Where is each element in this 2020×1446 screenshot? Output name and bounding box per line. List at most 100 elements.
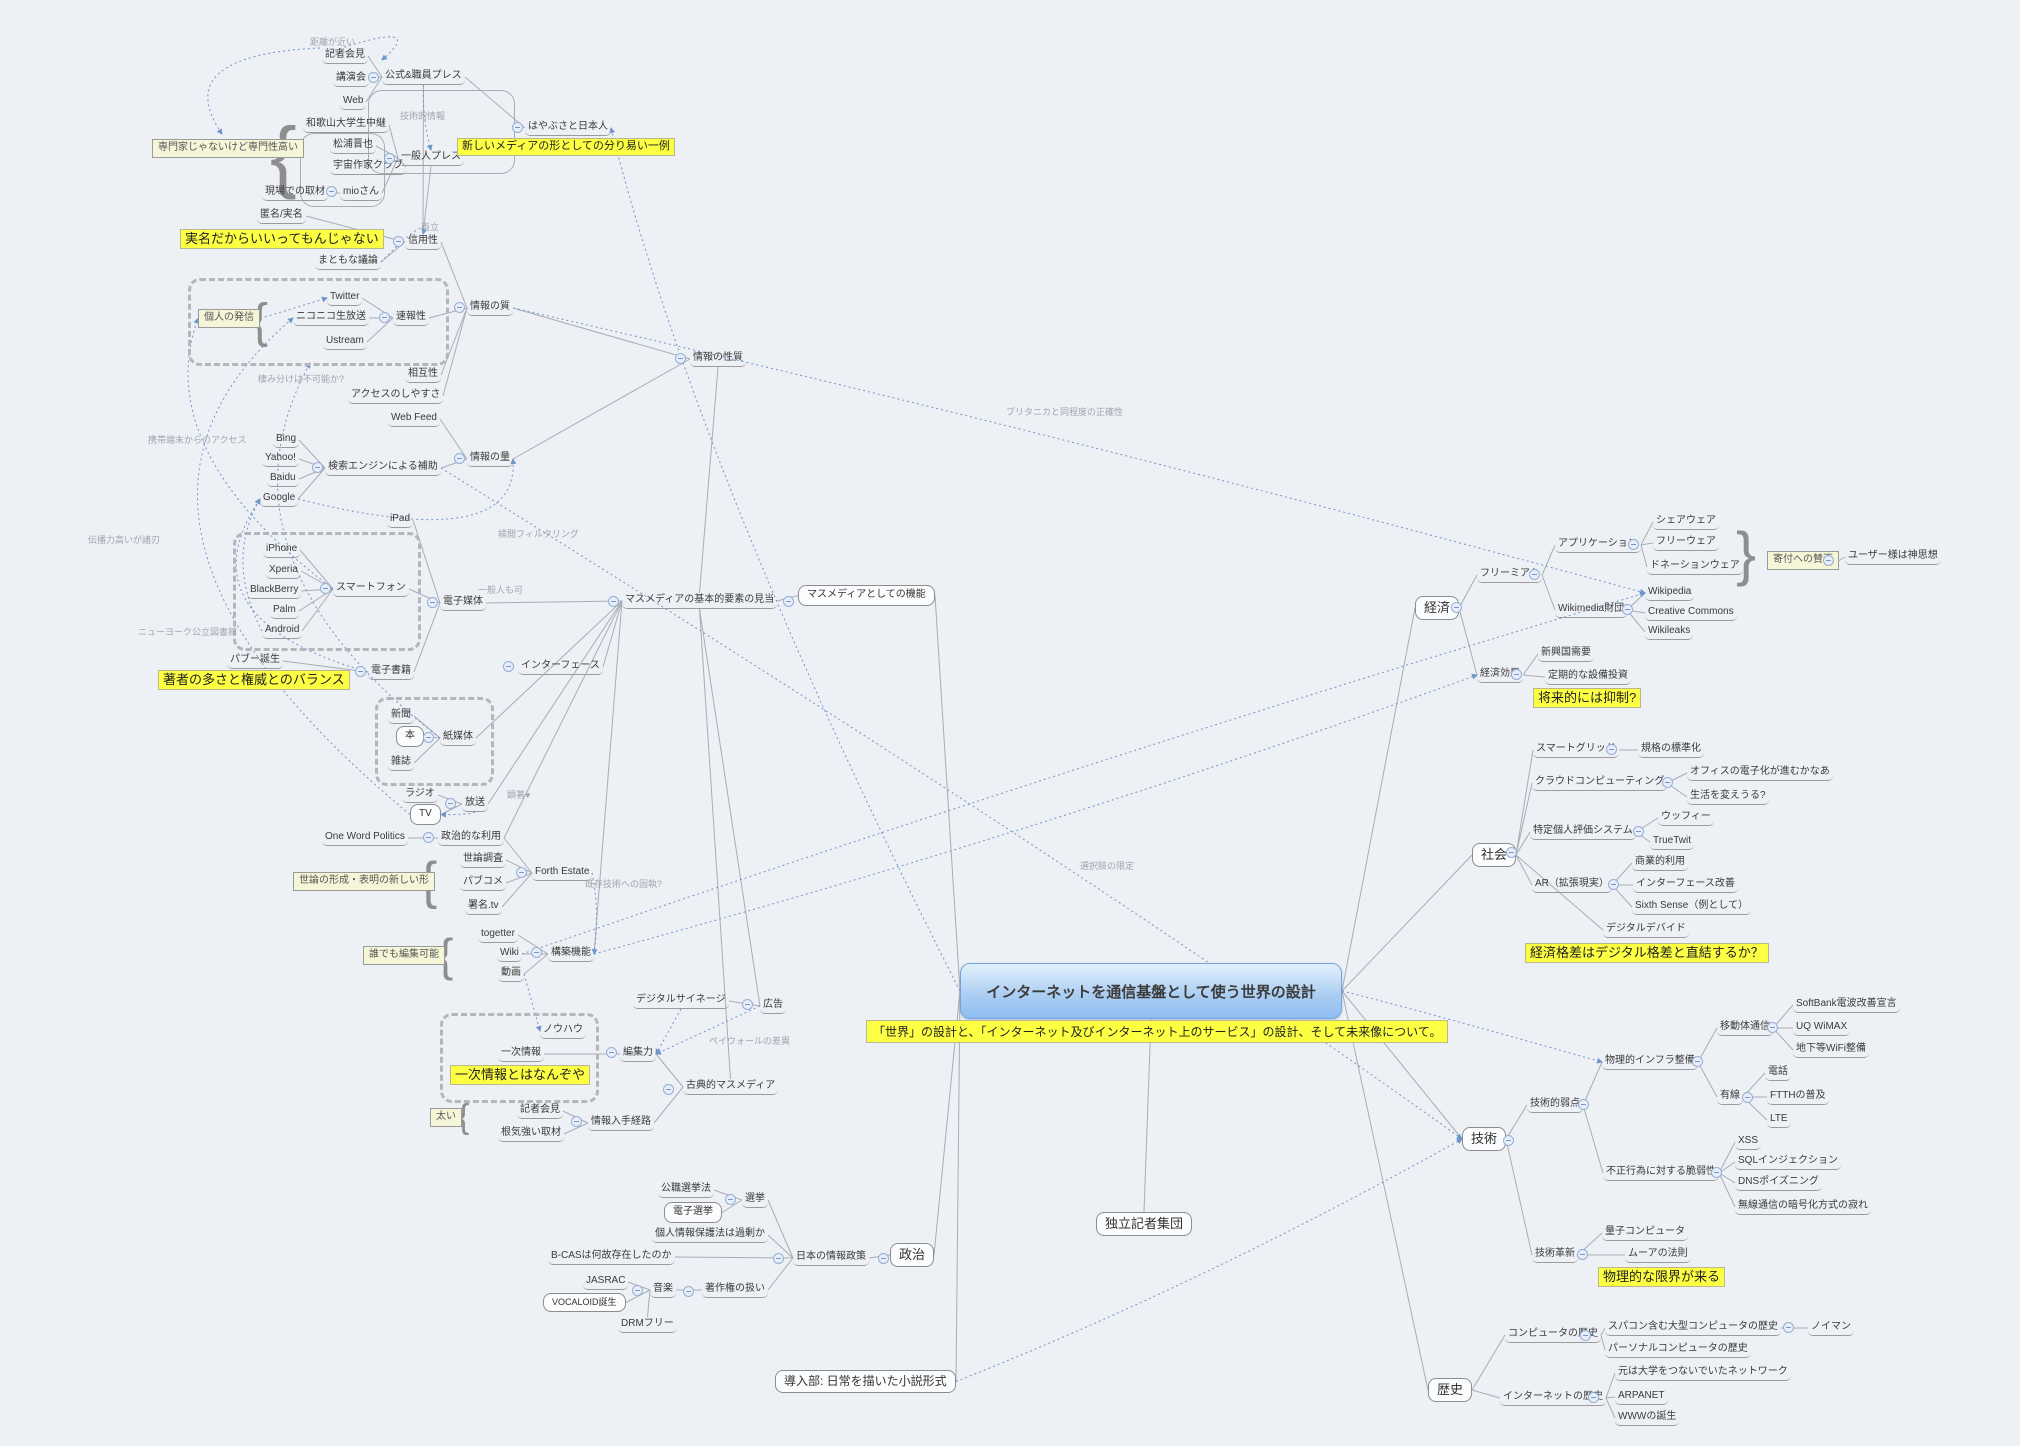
fold-icon[interactable]: [1633, 826, 1644, 837]
node-senkyo[interactable]: 選挙: [742, 1192, 768, 1208]
node-chika[interactable]: 地下等WiFi整備: [1793, 1042, 1869, 1058]
fold-icon[interactable]: [783, 596, 794, 607]
node-joho_ryo[interactable]: 情報の量: [467, 451, 513, 467]
node-kakushin[interactable]: 技術革新: [1532, 1247, 1578, 1263]
node-mio[interactable]: mioさん: [340, 185, 383, 201]
fold-icon[interactable]: [1578, 1099, 1589, 1110]
node-quantum[interactable]: 量子コンピュータ: [1602, 1225, 1688, 1241]
node-denshi_baitai[interactable]: 電子媒体: [440, 595, 486, 611]
fold-icon[interactable]: [683, 1286, 694, 1297]
fold-icon[interactable]: [384, 153, 395, 164]
node-nyushu[interactable]: 情報入手経路: [588, 1115, 654, 1131]
node-wakayama[interactable]: 和歌山大学生中継: [303, 117, 389, 133]
node-denshi_senkyo[interactable]: 電子選挙: [664, 1202, 722, 1223]
node-seiji[interactable]: 政治: [890, 1243, 935, 1268]
node-yusen[interactable]: 有線: [1717, 1089, 1743, 1105]
fold-icon[interactable]: [454, 302, 465, 313]
node-henshu[interactable]: 編集力: [620, 1046, 656, 1062]
node-kino[interactable]: マスメディアとしての機能: [798, 585, 935, 606]
node-truetwit[interactable]: TrueTwit: [1650, 834, 1694, 850]
fold-icon[interactable]: [1622, 604, 1633, 615]
node-webfeed[interactable]: Web Feed: [388, 411, 440, 427]
node-kojin_hogo[interactable]: 個人情報保護法は過剰か: [652, 1227, 768, 1243]
node-sql[interactable]: SQLインジェクション: [1735, 1154, 1842, 1170]
node-tokumei[interactable]: 匿名/実名: [257, 208, 306, 224]
node-freeware[interactable]: フリーウェア: [1653, 535, 1719, 551]
node-kento[interactable]: マスメディアの基本的要素の見当: [622, 593, 778, 609]
fold-icon[interactable]: [675, 353, 686, 364]
node-kisha_top[interactable]: 記者会見: [322, 48, 368, 64]
fold-icon[interactable]: [632, 1285, 643, 1296]
node-denshi_shoseki[interactable]: 電子書籍: [368, 664, 414, 680]
node-pabu[interactable]: パブー誕生: [227, 653, 283, 669]
node-web_node[interactable]: Web: [340, 94, 367, 110]
node-drm[interactable]: DRMフリー: [618, 1317, 677, 1333]
node-iphone[interactable]: iPhone: [263, 542, 301, 558]
fold-icon[interactable]: [1662, 777, 1673, 788]
node-genba[interactable]: 現場での取材: [262, 185, 328, 201]
node-vocaloid[interactable]: VOCALOID誕生: [543, 1293, 626, 1313]
fold-icon[interactable]: [725, 1194, 736, 1205]
node-smartphone[interactable]: スマートフォン: [333, 581, 409, 597]
node-musen[interactable]: 無線通信の暗号化方式の寂れ: [1735, 1199, 1871, 1215]
node-jasrac[interactable]: JASRAC: [583, 1274, 629, 1290]
node-togetter[interactable]: togetter: [478, 927, 518, 943]
node-moto_univ[interactable]: 元は大学をつないでいたネットワーク: [1615, 1365, 1791, 1381]
node-blackberry[interactable]: BlackBerry: [247, 583, 302, 599]
node-daredemo[interactable]: 誰でも編集可能: [363, 946, 445, 965]
node-wiki[interactable]: Wiki: [497, 946, 522, 962]
node-kisha_btm[interactable]: 記者会見: [517, 1103, 563, 1119]
node-genkai[interactable]: 物理的な限界が来る: [1598, 1267, 1726, 1288]
node-koshiki[interactable]: 公式&職員プレス: [382, 69, 465, 85]
node-shareware[interactable]: シェアウェア: [1653, 514, 1719, 530]
fold-icon[interactable]: [427, 597, 438, 608]
fold-icon[interactable]: [1506, 847, 1517, 858]
node-kensaku[interactable]: 検索エンジンによる補助: [325, 460, 441, 476]
node-sokuhosei[interactable]: 速報性: [393, 310, 429, 326]
node-xss[interactable]: XSS: [1735, 1134, 1762, 1150]
node-koten[interactable]: 古典的マスメディア: [683, 1079, 779, 1095]
fold-icon[interactable]: [320, 583, 331, 594]
fold-icon[interactable]: [531, 947, 542, 958]
node-nihon_joho[interactable]: 日本の情報政策: [793, 1250, 869, 1266]
node-google[interactable]: Google: [260, 491, 299, 507]
node-uchu_club[interactable]: 宇宙作家クラブ: [330, 159, 406, 175]
fold-icon[interactable]: [606, 1047, 617, 1058]
node-infra[interactable]: 物理的インフラ整備: [1602, 1054, 1698, 1070]
node-shogyo[interactable]: 商業的利用: [1632, 855, 1688, 871]
fold-icon[interactable]: [1628, 539, 1639, 550]
node-wikipedia[interactable]: Wikipedia: [1645, 585, 1695, 601]
node-joho_shitsu[interactable]: 情報の質: [467, 300, 513, 316]
node-matsuura[interactable]: 松浦晋也: [330, 138, 376, 154]
fold-icon[interactable]: [393, 236, 404, 247]
fold-icon[interactable]: [445, 798, 456, 809]
node-matomo[interactable]: まともな議論: [315, 254, 381, 270]
node-kokoku[interactable]: 広告: [760, 998, 786, 1014]
node-new_media[interactable]: 新しいメディアの形としての分り易い一例: [457, 138, 675, 156]
node-kikaku[interactable]: 規格の標準化: [1638, 742, 1704, 758]
node-seikatsu[interactable]: 生活を変えうる?: [1687, 789, 1769, 805]
node-xperia[interactable]: Xperia: [266, 563, 301, 579]
root-subtitle-note[interactable]: 「世界」の設計と、「インターネット及びインターネット上のサービス」の設計、そして…: [866, 1020, 1449, 1043]
fold-icon[interactable]: [1511, 669, 1522, 680]
node-donationware[interactable]: ドネーションウェア: [1647, 559, 1743, 575]
node-kojin_hasshin[interactable]: 個人の発信: [198, 309, 260, 328]
node-freemium[interactable]: フリーミアム: [1477, 567, 1543, 583]
fold-icon[interactable]: [368, 72, 379, 83]
fold-icon[interactable]: [1823, 555, 1834, 566]
node-konki[interactable]: 根気強い取材: [498, 1126, 564, 1142]
node-moore[interactable]: ムーアの法則: [1625, 1247, 1691, 1263]
node-interface[interactable]: インターフェース: [518, 659, 603, 675]
node-mobile[interactable]: 移動体通信: [1717, 1020, 1773, 1036]
fold-icon[interactable]: [742, 999, 753, 1010]
node-baidu[interactable]: Baidu: [267, 471, 299, 487]
node-koshoku[interactable]: 公職選挙法: [658, 1182, 714, 1198]
node-hoso[interactable]: 放送: [462, 796, 488, 812]
fold-icon[interactable]: [773, 1253, 784, 1264]
node-kouenkai[interactable]: 講演会: [333, 71, 369, 87]
fold-icon[interactable]: [1692, 1056, 1703, 1067]
node-user_kami[interactable]: ユーザー様は神思想: [1845, 549, 1941, 565]
node-senmonka[interactable]: 専門家じゃないけど専門性高い: [152, 139, 304, 158]
node-forth[interactable]: Forth Estate: [532, 865, 593, 881]
node-tv[interactable]: TV: [410, 804, 441, 825]
